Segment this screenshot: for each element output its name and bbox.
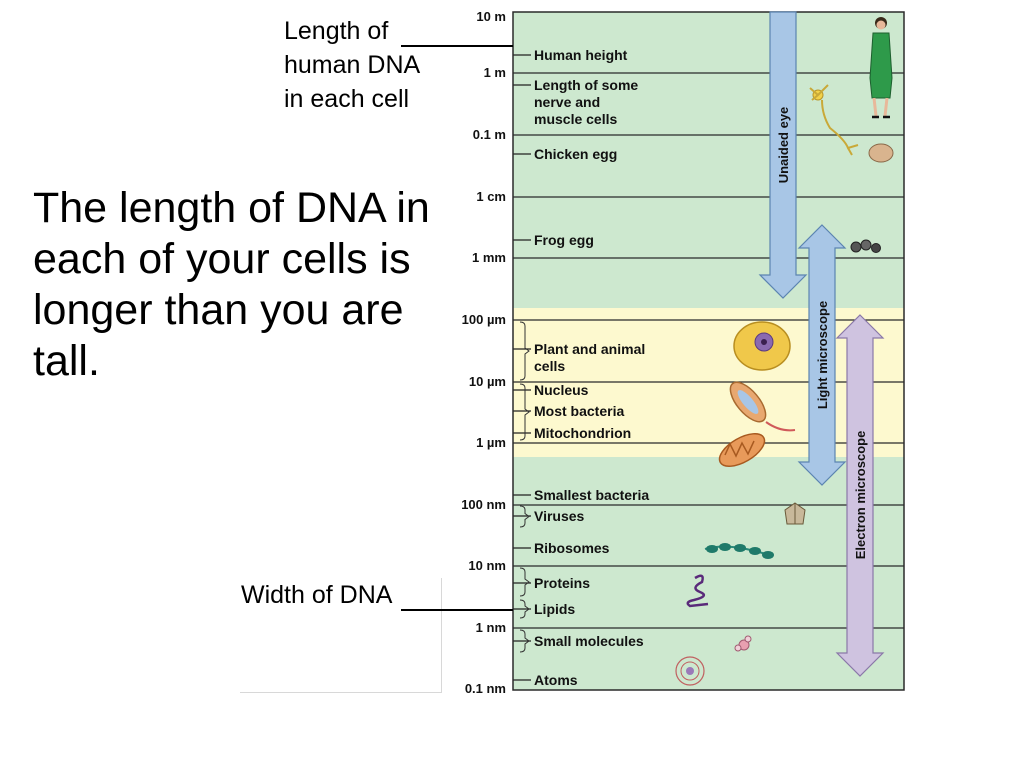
- range-brace: [519, 383, 530, 441]
- ribosome-icon: [704, 543, 774, 559]
- tick-label: 1 nm: [476, 620, 506, 635]
- callout-line: Length of: [284, 17, 389, 45]
- item-label: Frog egg: [534, 232, 594, 248]
- item-label: Small molecules: [534, 633, 644, 649]
- item-label: Mitochondrion: [534, 425, 631, 441]
- main-statement: The length of DNA in each of your cells …: [33, 184, 430, 385]
- tick-label: 1 µm: [476, 435, 506, 450]
- chicken-egg-icon: [868, 143, 894, 163]
- tick-label: 0.1 m: [473, 127, 506, 142]
- tick-label: 10 m: [476, 9, 506, 24]
- tick-label: 100 µm: [462, 312, 506, 327]
- item-label: Length of some: [534, 77, 638, 93]
- range-brace: [519, 567, 530, 597]
- range-label-light-microscope: Light microscope: [815, 301, 830, 409]
- virus-icon: [784, 502, 806, 525]
- range-label-unaided-eye: Unaided eye: [776, 107, 791, 184]
- callout-line: in each cell: [284, 85, 410, 113]
- item-label: Proteins: [534, 575, 590, 591]
- range-brace: [519, 321, 530, 381]
- tick-label: 1 m: [484, 65, 506, 80]
- tick-labels: 10 m 1 m 0.1 m 1 cm 1 mm 100 µm 10 µm 1 µm 100 n…: [461, 9, 506, 696]
- range-brace: [519, 505, 530, 528]
- range-braces: [519, 321, 530, 653]
- mitochondrion-icon: [718, 432, 766, 468]
- animal-cell-icon: [733, 321, 791, 371]
- item-label: Human height: [534, 47, 628, 63]
- tick-label: 1 mm: [472, 250, 506, 265]
- item-label: Nucleus: [534, 382, 589, 398]
- item-label: muscle cells: [534, 111, 617, 127]
- frog-egg-icon: [850, 239, 881, 253]
- range-arrow-light-microscope: Light microscope: [797, 224, 847, 486]
- item-label: cells: [534, 358, 565, 374]
- tick-label: 10 µm: [469, 374, 506, 389]
- callout-frame: [240, 578, 442, 693]
- nerve-cell-icon: [809, 84, 859, 156]
- item-label: Smallest bacteria: [534, 487, 649, 503]
- protein-icon: [686, 574, 709, 608]
- item-label: nerve and: [534, 94, 600, 110]
- tick-label: 1 cm: [476, 189, 506, 204]
- item-label: Atoms: [534, 672, 578, 688]
- small-molecule-icon: [734, 635, 752, 652]
- tick-label: 0.1 nm: [465, 681, 506, 696]
- range-label-electron-microscope: Electron microscope: [853, 431, 868, 560]
- item-label: Most bacteria: [534, 403, 624, 419]
- human-figure-icon: [869, 17, 893, 119]
- range-arrow-electron-microscope: Electron microscope: [835, 314, 885, 677]
- tick-label: 100 nm: [461, 497, 506, 512]
- item-label: Lipids: [534, 601, 575, 617]
- item-label: Plant and animal: [534, 341, 645, 357]
- item-label: Viruses: [534, 508, 585, 524]
- range-arrow-unaided-eye: Unaided eye: [758, 11, 808, 299]
- item-label: Chicken egg: [534, 146, 617, 162]
- callout-line: human DNA: [284, 51, 421, 79]
- tick-label: 10 nm: [468, 558, 506, 573]
- item-label: Ribosomes: [534, 540, 610, 556]
- range-brace: [519, 629, 530, 653]
- callout-dna-length: Length of human DNA in each cell: [284, 14, 459, 116]
- range-brace: [519, 599, 530, 619]
- atom-icon: [675, 656, 705, 686]
- panel-border: [512, 11, 905, 691]
- bacterium-icon: [729, 381, 796, 432]
- callout-dna-width: Width of DNA: [241, 581, 393, 609]
